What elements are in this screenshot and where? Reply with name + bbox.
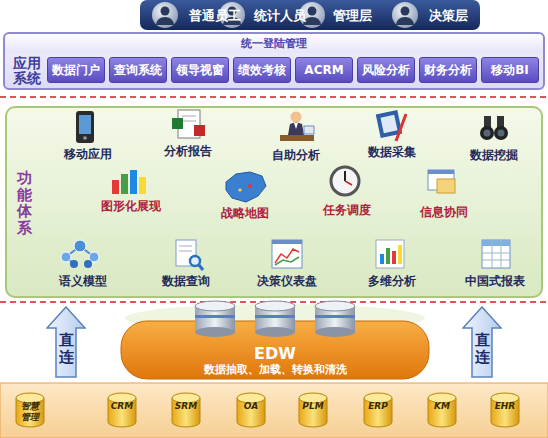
divider-line: [0, 96, 548, 98]
source-database: 智慧管理: [15, 392, 45, 428]
node-title: CRM: [111, 401, 134, 412]
direct-arrow: 直连: [46, 306, 86, 378]
node-title: EHR: [495, 401, 516, 412]
node-title: PLM: [302, 401, 323, 412]
user-icons: [152, 2, 418, 28]
chart-icon: [112, 170, 146, 194]
node-title: SRM: [175, 401, 197, 412]
source-database: PLM: [298, 392, 328, 428]
function-label: 数据采集: [368, 145, 416, 160]
user-role-label: 管理层: [333, 8, 372, 23]
node-subtitle: 数据抽取、加载、转换和清洗: [204, 363, 347, 377]
node-title: 应用系统: [13, 56, 41, 87]
node-title: 智慧管理: [21, 401, 39, 423]
query-icon: [176, 240, 203, 270]
node-title: EDW: [254, 344, 296, 363]
binoculars-icon: [480, 116, 508, 140]
source-database: ERP: [363, 392, 393, 428]
self-analysis-icon: [280, 112, 314, 142]
node-title: ACRM: [304, 63, 343, 77]
node-title: 绩效考核: [238, 62, 286, 79]
source-band: [0, 383, 548, 438]
direct-arrow: 直连: [462, 306, 502, 378]
app-system-panel: 应用系统 统一登陆管理数据门户查询系统领导视窗绩效考核 ACRM 风险分析财务分析 移动…: [3, 32, 545, 90]
source-database: SRM: [171, 392, 201, 428]
app-button: 查询系统: [109, 57, 167, 83]
app-button: 领导视窗: [171, 57, 229, 83]
edw-cylinders: [195, 301, 355, 337]
report-icon: [172, 110, 205, 138]
function-label: 图形化展现: [101, 199, 161, 214]
function-label: 语义模型: [59, 274, 107, 289]
node-title: 移动BI: [491, 62, 529, 79]
node-title: 直连: [59, 332, 74, 365]
node-title: ERP: [368, 401, 388, 412]
source-database: KM: [427, 392, 457, 428]
function-label: 移动应用: [64, 147, 112, 162]
source-database: EHR: [490, 392, 520, 428]
user-role-label: 普通员工: [189, 8, 241, 23]
node-title: 统一登陆管理: [241, 36, 307, 51]
dashboard-icon: [272, 240, 302, 268]
function-label: 信息协同: [420, 205, 468, 220]
app-button: 移动BI: [481, 57, 539, 83]
olap-icon: [376, 240, 404, 268]
user-role-label: 决策层: [429, 8, 468, 23]
semantic-icon: [61, 240, 99, 268]
node-title: 直连: [475, 332, 490, 365]
map-icon: [226, 172, 266, 202]
function-label: 决策仪表盘: [257, 274, 317, 289]
function-label: 任务调度: [323, 203, 371, 218]
node-title: 数据门户: [52, 62, 100, 79]
node-title: OA: [244, 401, 259, 412]
function-label: 数据查询: [162, 274, 210, 289]
app-button: 风险分析: [357, 57, 415, 83]
user-role-label: 统计人员: [254, 8, 306, 23]
app-button: 财务分析: [419, 57, 477, 83]
source-database: OA: [236, 392, 266, 428]
function-label: 中国式报表: [465, 274, 525, 289]
app-button: ACRM: [295, 57, 353, 83]
node-title: 领导视窗: [176, 62, 224, 79]
clock-icon: [331, 167, 359, 195]
function-label: 分析报告: [164, 144, 212, 159]
node-title: 风险分析: [362, 62, 410, 79]
user-band: [140, 0, 480, 30]
data-collect-icon: [376, 110, 406, 141]
function-label: 数据挖掘: [470, 148, 518, 163]
node-title: 功能体系: [17, 170, 32, 236]
collab-icon: [428, 170, 455, 193]
login-header: 统一登陆管理: [5, 34, 543, 53]
app-button: 数据门户: [47, 57, 105, 83]
mobile-icon: [76, 111, 94, 143]
node-title: 财务分析: [424, 62, 472, 79]
china-report-icon: [482, 240, 510, 268]
node-title: KM: [434, 401, 450, 412]
function-label: 多维分析: [368, 274, 416, 289]
app-button: 绩效考核: [233, 57, 291, 83]
source-database: CRM: [107, 392, 137, 428]
node-title: 查询系统: [114, 62, 162, 79]
function-label: 战略地图: [221, 206, 269, 221]
function-label: 自助分析: [272, 148, 320, 163]
